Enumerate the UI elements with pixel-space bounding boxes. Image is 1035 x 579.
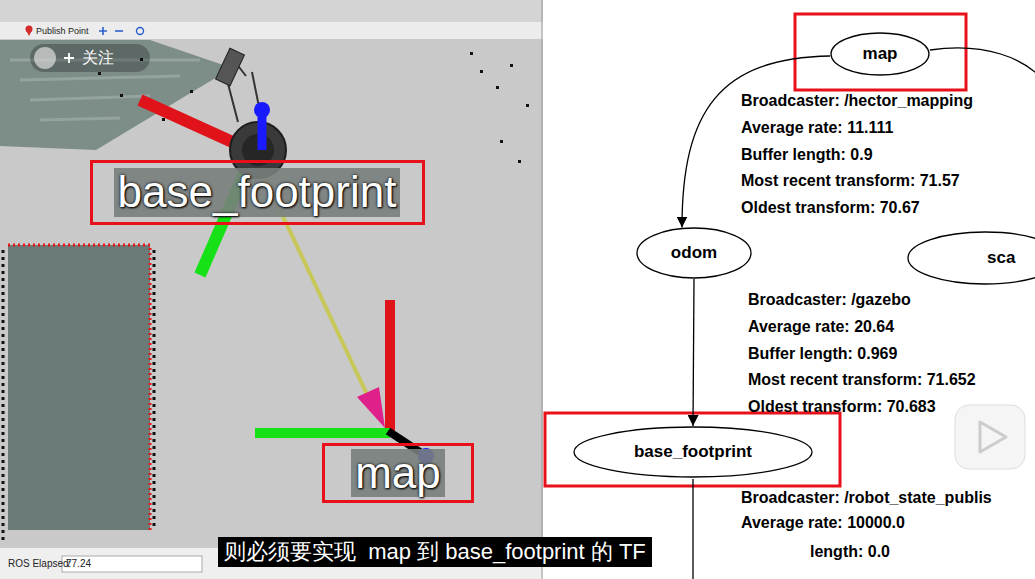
tf-info-line: Most recent transform: 71.57 bbox=[741, 172, 960, 190]
focus-icon bbox=[137, 28, 144, 35]
follow-button-label: 关注 bbox=[82, 48, 114, 69]
play-button bbox=[955, 405, 1025, 469]
highlight-box bbox=[795, 14, 966, 90]
plus-icon bbox=[64, 53, 74, 63]
ellipse-outline bbox=[907, 231, 1035, 285]
play-icon bbox=[980, 422, 1006, 452]
occupied-block bbox=[8, 245, 150, 530]
tf-arrow-head bbox=[357, 387, 385, 428]
frame-id: base_footprint bbox=[634, 442, 752, 462]
map-ground bbox=[0, 0, 543, 579]
tf-edge-offscreen bbox=[930, 48, 1035, 82]
frame-name: map bbox=[351, 449, 445, 497]
z-axis bbox=[254, 102, 270, 118]
tf-frame-node: odom bbox=[636, 227, 752, 279]
tf-frame-node: base_footprint bbox=[573, 426, 813, 478]
obstacle-dots bbox=[98, 52, 529, 163]
tf-info-line: Oldest transform: 70.683 bbox=[748, 398, 936, 416]
ellipse-outline bbox=[908, 232, 1035, 284]
follow-badge bbox=[30, 44, 150, 72]
frame-label-box: map bbox=[322, 443, 474, 503]
tf-info-line: Broadcaster: /hector_mapping bbox=[741, 92, 973, 110]
ellipse-outline bbox=[574, 427, 812, 477]
tf-info-line: length: 0.0 bbox=[810, 543, 890, 561]
tf-frame-node: sca bbox=[907, 231, 1035, 285]
tf-info-line: Average rate: 11.111 bbox=[741, 119, 893, 137]
y-axis bbox=[255, 428, 390, 438]
ellipse-outline bbox=[831, 33, 929, 75]
tf-info-line: Broadcaster: /gazebo bbox=[748, 291, 911, 309]
pin-icon bbox=[26, 30, 32, 36]
frame-label-box: base_footprint bbox=[90, 160, 425, 225]
zoom-in-icon bbox=[99, 27, 107, 35]
tf-info-line: Most recent transform: 71.652 bbox=[748, 371, 976, 389]
toolbar bbox=[0, 22, 543, 39]
tf-info-line: Broadcaster: /robot_state_publis bbox=[741, 489, 992, 507]
frame-name: base_footprint bbox=[114, 168, 401, 216]
tf-edge bbox=[693, 279, 694, 426]
subtitle-caption: 则必须要实现 map 到 base_footprint 的 TF bbox=[218, 537, 652, 567]
avatar bbox=[34, 47, 56, 69]
tf-info-line: Buffer length: 0.9 bbox=[741, 146, 873, 164]
window-top bbox=[0, 0, 543, 22]
tf-info-line: Average rate: 10000.0 bbox=[741, 514, 905, 532]
obstacle-border bbox=[3, 250, 154, 540]
lidar bbox=[216, 48, 245, 86]
panel-divider bbox=[542, 0, 543, 579]
status-value: 77.24 bbox=[66, 557, 91, 571]
frame-id: map bbox=[863, 44, 898, 64]
tf-info-line: Oldest transform: 70.67 bbox=[741, 199, 920, 217]
ellipse-outline bbox=[637, 228, 751, 278]
status-input bbox=[62, 556, 202, 572]
tf-frame-node: map bbox=[830, 32, 930, 76]
status-label: ROS Elapsed: bbox=[8, 557, 71, 571]
tf-info-line: Buffer length: 0.969 bbox=[748, 345, 897, 363]
frame-id: sca bbox=[987, 248, 1015, 268]
zoom-out-icon bbox=[115, 30, 123, 32]
x-axis bbox=[385, 300, 395, 432]
toolbar-button-label: Publish Point bbox=[36, 25, 89, 37]
obstacle-border bbox=[8, 245, 150, 530]
tf-edge-offscreen bbox=[692, 479, 693, 579]
tf-info-line: Average rate: 20.64 bbox=[748, 318, 894, 336]
scanned-area bbox=[0, 40, 232, 150]
frame-id: odom bbox=[671, 243, 717, 263]
